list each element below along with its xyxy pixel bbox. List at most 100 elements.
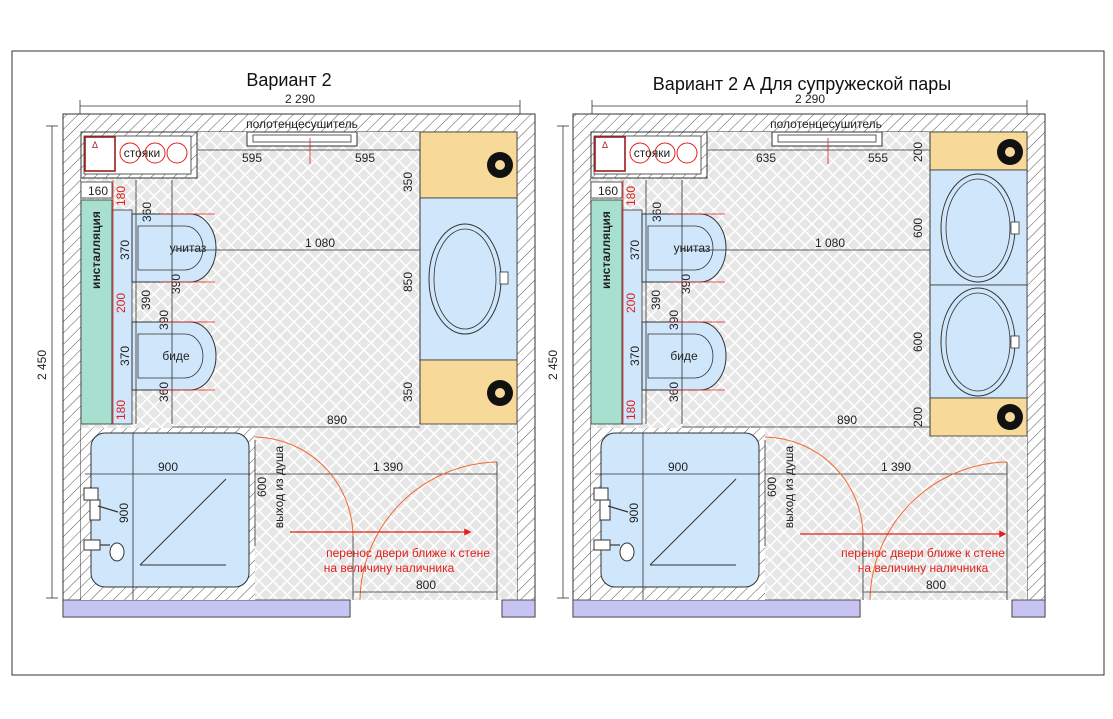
overall-height-dim: 2 450 xyxy=(35,350,49,380)
shower-mixer-icon xyxy=(83,487,125,562)
mid-dim-4: 360 xyxy=(667,382,681,402)
left-dim-3: 370 xyxy=(118,346,132,366)
left-dim-1: 370 xyxy=(628,240,642,260)
shower-tray xyxy=(90,432,250,588)
red-dim-bottom: 180 xyxy=(624,400,638,420)
faucet-icon xyxy=(499,271,509,285)
shower-front-dim: 890 xyxy=(837,413,857,427)
red-dim-top: 180 xyxy=(114,186,128,206)
top-left-dim: 595 xyxy=(242,151,262,165)
floor-strip xyxy=(501,599,536,618)
door-swing-left xyxy=(254,436,354,537)
exit-width-dim: 600 xyxy=(765,477,779,497)
riser-triangle-icon: Δ xyxy=(602,140,608,150)
towel-dryer xyxy=(246,131,358,147)
installation-width-dim: 160 xyxy=(88,184,108,198)
towel-dryer-label: полотенцесушитель xyxy=(246,117,358,131)
door-swing-right xyxy=(869,461,1008,601)
door-note-line2: на величину наличника xyxy=(324,561,455,575)
riser-label: стояки xyxy=(124,146,161,160)
door-swing-right xyxy=(359,461,498,601)
shower-height-dim: 900 xyxy=(117,503,131,523)
overall-width-dim: 2 290 xyxy=(285,92,315,106)
sheet-frame xyxy=(11,50,1105,676)
sink-basin xyxy=(428,223,502,335)
mid-dim-1: 360 xyxy=(140,202,154,222)
shower-width-dim: 900 xyxy=(158,460,178,474)
installation-label: инсталляция xyxy=(89,211,103,289)
toilet-label: унитаз xyxy=(170,241,207,255)
shower-width-dim: 900 xyxy=(668,460,688,474)
installation-panel xyxy=(80,199,113,425)
door-span-dim: 1 390 xyxy=(373,460,403,474)
red-dim-middle: 200 xyxy=(114,293,128,313)
top-left-dim: 635 xyxy=(756,151,776,165)
door-note-line1: перенос двери ближе к стене xyxy=(326,546,490,560)
faucet-icon xyxy=(1010,335,1020,349)
mid-dim-2: 390 xyxy=(679,274,693,294)
overall-height-dim: 2 450 xyxy=(546,350,560,380)
installation-label: инсталляция xyxy=(599,211,613,289)
shower-front-dim: 890 xyxy=(327,413,347,427)
right-dim-3: 350 xyxy=(401,382,415,402)
center-dim: 1 080 xyxy=(815,236,845,250)
door-width-dim: 800 xyxy=(416,578,436,592)
riser-label: стояки xyxy=(634,146,671,160)
plan-title: Вариант 2 xyxy=(246,70,331,90)
top-right-dim: 595 xyxy=(355,151,375,165)
right-dim-3: 600 xyxy=(911,332,925,352)
mid-dim-2: 390 xyxy=(169,274,183,294)
plan-variant-2a: Вариант 2 А Для супружеской пары 2 290 2… xyxy=(546,74,1046,618)
left-dim-2: 390 xyxy=(139,290,153,310)
left-dim-3: 370 xyxy=(628,346,642,366)
right-dim-2: 600 xyxy=(911,218,925,238)
door-note-line1: перенос двери ближе к стене xyxy=(841,546,1005,560)
exit-label: выход из душа xyxy=(782,445,796,528)
right-dim-2: 850 xyxy=(401,272,415,292)
right-dim-1: 350 xyxy=(401,172,415,192)
riser-marker xyxy=(84,136,116,172)
left-dim-1: 370 xyxy=(118,240,132,260)
door-width-dim: 800 xyxy=(926,578,946,592)
mid-dim-1: 360 xyxy=(650,202,664,222)
right-dim-4: 200 xyxy=(911,407,925,427)
towel-dryer xyxy=(771,131,883,147)
bidet-label: биде xyxy=(670,349,698,363)
overall-width-dim: 2 290 xyxy=(795,92,825,106)
installation-panel xyxy=(590,199,623,425)
shower-mixer-icon xyxy=(593,487,635,562)
red-dim-top: 180 xyxy=(624,186,638,206)
left-dim-2: 390 xyxy=(649,290,663,310)
bidet-label: биде xyxy=(162,349,190,363)
toilet-label: унитаз xyxy=(674,241,711,255)
mid-dim-3: 390 xyxy=(157,310,171,330)
riser-marker xyxy=(594,136,626,172)
door-note-line2: на величину наличника xyxy=(858,561,989,575)
shower-height-dim: 900 xyxy=(627,503,641,523)
towel-dryer-label: полотенцесушитель xyxy=(770,117,882,131)
door-span-dim: 1 390 xyxy=(881,460,911,474)
riser-triangle-icon: Δ xyxy=(92,140,98,150)
exit-width-dim: 600 xyxy=(255,477,269,497)
floor-strip xyxy=(572,599,861,618)
mid-dim-4: 360 xyxy=(157,382,171,402)
red-dim-bottom: 180 xyxy=(114,400,128,420)
exit-label: выход из душа xyxy=(272,445,286,528)
center-dim: 1 080 xyxy=(305,236,335,250)
plan-title: Вариант 2 А Для супружеской пары xyxy=(653,74,951,94)
sink-basin xyxy=(940,173,1016,283)
floor-strip xyxy=(62,599,351,618)
sink-basin xyxy=(940,287,1016,397)
mid-dim-3: 390 xyxy=(667,310,681,330)
right-dim-1: 200 xyxy=(911,142,925,162)
shower-tray xyxy=(600,432,760,588)
faucet-icon xyxy=(1010,221,1020,235)
installation-width-dim: 160 xyxy=(598,184,618,198)
plan-variant-2: Вариант 2 2 290 2 450 Δ стояки полотенце… xyxy=(35,70,536,618)
red-dim-middle: 200 xyxy=(624,293,638,313)
floor-strip xyxy=(1011,599,1046,618)
top-right-dim: 555 xyxy=(868,151,888,165)
door-swing-left xyxy=(764,436,864,537)
